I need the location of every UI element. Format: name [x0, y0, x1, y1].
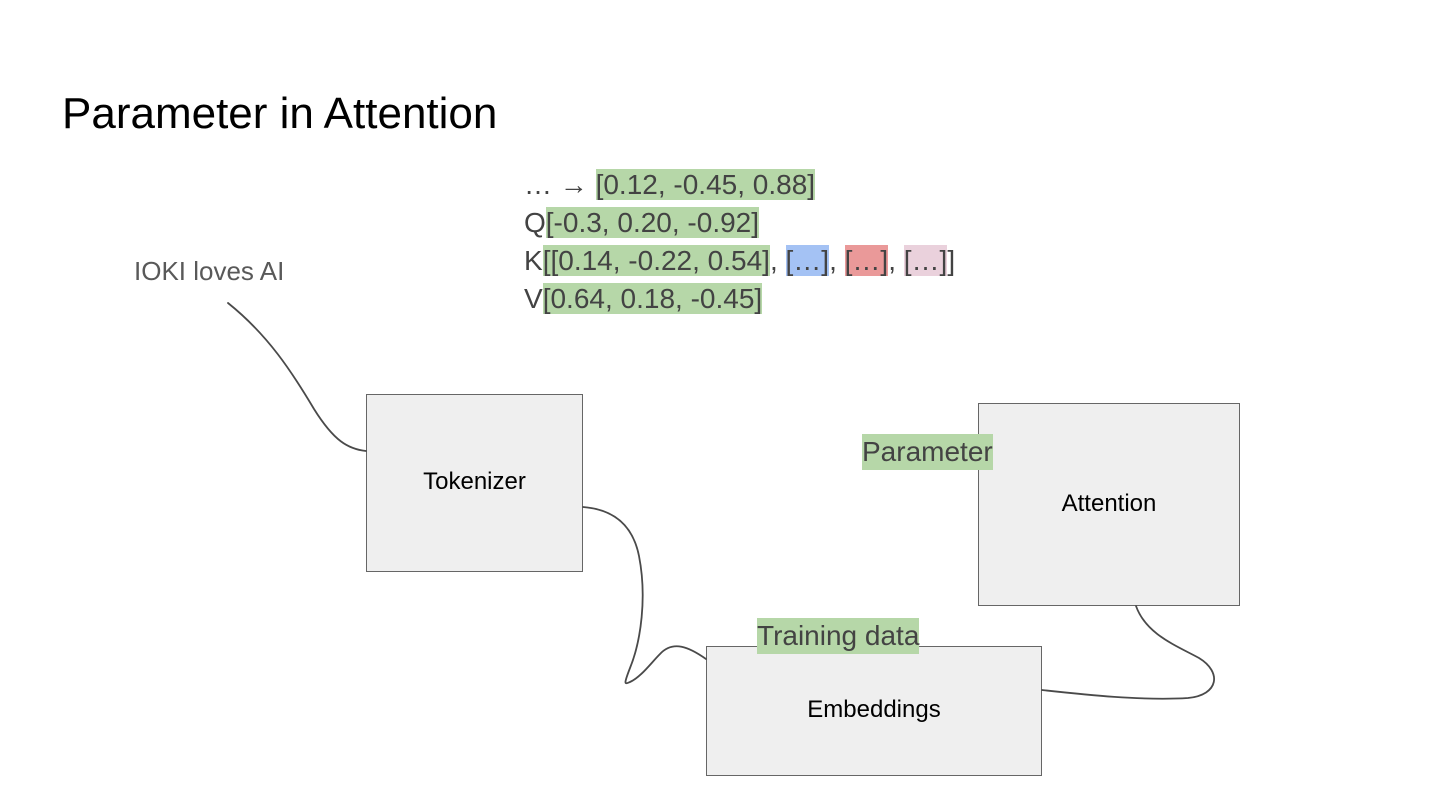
connector-phrase-to-tokenizer	[227, 302, 367, 452]
vector-segment-red-5: […]	[844, 245, 889, 276]
vector-line-k: K[[0.14, -0.22, 0.54], […], […], […]]	[524, 242, 955, 280]
vector-segment-none-6: ,	[888, 245, 904, 276]
vector-segment-none-2: ,	[769, 245, 786, 276]
vector-segment-green-1: [-0.3, 0.20, -0.92]	[545, 207, 760, 238]
vector-segment-green-1: [0.64, 0.18, -0.45]	[542, 283, 763, 314]
node-label-attention: Attention	[1061, 489, 1157, 517]
node-box-tokenizer[interactable]: Tokenizer	[366, 394, 583, 572]
vector-segment-none-4: ,	[829, 245, 845, 276]
vector-line-v: V[0.64, 0.18, -0.45]	[524, 280, 955, 318]
source-phrase-text: IOKI loves AI	[134, 256, 285, 286]
node-label-embeddings: Embeddings	[807, 696, 941, 723]
vector-line-ellipsis-arrow: … → [0.12, -0.45, 0.88]	[524, 166, 955, 204]
node-box-attention[interactable]: Attention	[978, 403, 1240, 606]
vector-line-q: Q[-0.3, 0.20, -0.92]	[524, 204, 955, 242]
node-label-tokenizer: Tokenizer	[423, 468, 526, 495]
vector-segment-none-8: ]	[947, 245, 956, 276]
vector-segment-none-0: V	[524, 283, 543, 314]
vector-segment-green-1: [[0.14, -0.22, 0.54]	[542, 245, 770, 276]
annotation-training-data: Training data	[757, 618, 920, 654]
annotation-parameter: Parameter	[862, 434, 993, 470]
connector-attention-to-embeddings	[1041, 605, 1215, 700]
page-title: Parameter in Attention	[62, 89, 498, 138]
vector-segment-none-0: … →	[524, 169, 596, 200]
vector-text-block: … → [0.12, -0.45, 0.88] Q[-0.3, 0.20, -0…	[524, 166, 955, 318]
node-box-embeddings[interactable]: Embeddings	[706, 646, 1042, 776]
vector-segment-blue-3: […]	[785, 245, 830, 276]
vector-segment-pink-7: […]	[903, 245, 948, 276]
vector-segment-none-0: Q	[524, 207, 546, 238]
connector-tokenizer-to-embeddings	[582, 506, 707, 685]
vector-segment-green-1: [0.12, -0.45, 0.88]	[595, 169, 816, 200]
vector-segment-none-0: K	[524, 245, 543, 276]
